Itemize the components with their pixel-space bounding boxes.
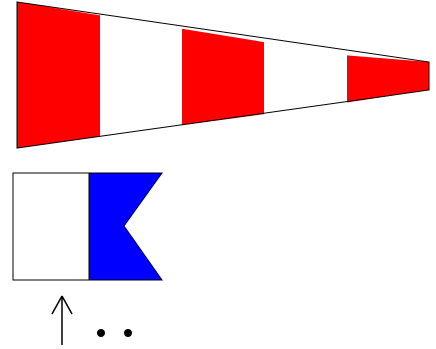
- windsock-outline: [16, 1, 430, 149]
- windsock-stripe-5: [347, 55, 429, 103]
- windsock-stripe-1: [17, 2, 100, 148]
- alpha-flag-hoist: [12, 172, 90, 281]
- alpha-flag-fly: [88, 172, 163, 281]
- dot-1: [97, 329, 105, 337]
- windsock-stripe-4: [264, 42, 347, 115]
- windsock-stripe-3: [182, 28, 264, 126]
- up-arrow-icon: [51, 295, 73, 345]
- arrow-head-right: [61, 295, 73, 315]
- dot-2: [124, 329, 132, 337]
- windsock-stripe-2: [100, 15, 182, 137]
- arrow-head-left: [51, 295, 63, 315]
- dots: [97, 329, 132, 337]
- windsock: [16, 1, 430, 149]
- alpha-flag: [12, 172, 163, 281]
